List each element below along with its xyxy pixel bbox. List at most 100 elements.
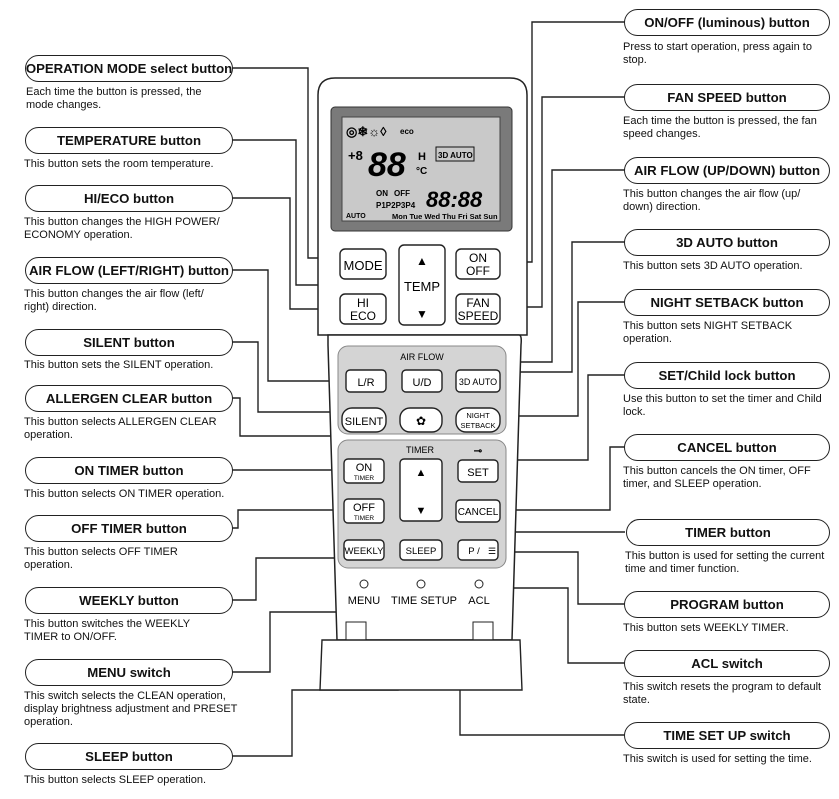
svg-text:NIGHT: NIGHT	[466, 411, 490, 420]
fanspeed-button[interactable]	[455, 293, 501, 325]
leader-offtimer	[232, 509, 344, 529]
lcd-screen	[341, 116, 501, 222]
svg-text:MENU: MENU	[348, 595, 380, 607]
off-timer-button[interactable]	[343, 498, 385, 524]
time-setup-switch[interactable]	[416, 579, 426, 589]
svg-text:AIR FLOW: AIR FLOW	[400, 352, 444, 362]
lcd-3dauto: 3D AUTO	[438, 151, 473, 160]
svg-text:L/R: L/R	[357, 377, 374, 389]
lcd-clock: 88:88	[426, 187, 483, 212]
svg-text:HI: HI	[357, 296, 369, 310]
3dauto-button[interactable]	[455, 369, 501, 393]
program-button[interactable]	[457, 539, 499, 561]
svg-text:ECO: ECO	[350, 309, 376, 323]
sleep-button[interactable]	[399, 539, 443, 561]
svg-text:P /: P /	[468, 546, 480, 557]
leader-hieco	[232, 197, 342, 310]
leader-night	[502, 301, 625, 417]
label-menu: MENU switch	[25, 659, 233, 686]
svg-text:U/D: U/D	[413, 377, 432, 389]
leader-cancel	[500, 446, 625, 511]
set-button[interactable]	[457, 459, 499, 483]
label-temperature: TEMPERATURE button	[25, 127, 233, 154]
svg-text:ON: ON	[469, 251, 487, 265]
leader-menu	[232, 611, 360, 673]
label-air-flow-lr: AIR FLOW (LEFT/RIGHT) button	[25, 257, 233, 284]
desc-acl: This switch resets the program to defaul…	[623, 681, 822, 706]
leader-acl	[480, 587, 625, 664]
svg-text:CANCEL: CANCEL	[458, 507, 499, 518]
temp-down-icon: ▼	[416, 307, 428, 321]
label-3d-auto: 3D AUTO button	[624, 229, 830, 256]
label-set-child-lock: SET/Child lock button	[624, 362, 830, 389]
temp-up-icon: ▲	[416, 254, 428, 268]
desc-timer: This button is used for setting the curr…	[625, 550, 825, 575]
lcd-on: ON	[376, 189, 388, 198]
svg-text:3D AUTO: 3D AUTO	[459, 377, 497, 387]
label-off-timer: OFF TIMER button	[25, 515, 233, 542]
desc-air-flow-ud: This button changes the air flow (up/ do…	[623, 188, 801, 213]
svg-text:TIMER: TIMER	[354, 475, 375, 482]
desc-on-timer: This button selects ON TIMER operation.	[24, 488, 225, 500]
desc-program: This button sets WEEKLY TIMER.	[623, 622, 789, 634]
leader-lr	[232, 269, 348, 382]
label-allergen-clear: ALLERGEN CLEAR button	[25, 385, 233, 412]
label-cancel: CANCEL button	[624, 434, 830, 461]
mode-button[interactable]	[339, 248, 387, 280]
svg-text:TIMER: TIMER	[406, 445, 434, 455]
ud-button[interactable]	[401, 369, 443, 393]
desc-silent: This button sets the SILENT operation.	[24, 359, 214, 371]
tab-right	[472, 621, 494, 641]
svg-text:OFF: OFF	[353, 502, 375, 514]
desc-3d-auto: This button sets 3D AUTO operation.	[623, 260, 803, 272]
leader-weekly	[232, 557, 344, 601]
desc-night-setback: This button sets NIGHT SETBACK operation…	[623, 320, 793, 345]
weekly-button[interactable]	[343, 539, 385, 561]
lr-button[interactable]	[345, 369, 387, 393]
svg-text:WEEKLY: WEEKLY	[345, 546, 385, 557]
remote-control: ◎❄☼◊ eco +8 88 H °C 3D AUTO ON OFF P1P2P…	[317, 77, 528, 691]
desc-sleep: This button selects SLEEP operation.	[24, 774, 207, 786]
svg-text:TEMP: TEMP	[404, 279, 440, 294]
desc-hi-eco: This button changes the HIGH POWER/ ECON…	[24, 216, 220, 241]
lcd-temp-h: H	[418, 151, 426, 163]
lcd-programs: P1P2P3P4	[376, 201, 416, 210]
timer-up-icon: ▲	[416, 467, 427, 479]
child-lock-key-icon: ⊸	[474, 446, 483, 457]
svg-text:MODE: MODE	[344, 258, 383, 273]
allergen-button[interactable]	[399, 407, 443, 433]
lcd-auto: AUTO	[346, 213, 366, 220]
label-program: PROGRAM button	[624, 591, 830, 618]
timer-rocker[interactable]	[399, 458, 443, 522]
label-fan-speed: FAN SPEED button	[624, 84, 830, 111]
leader-program	[504, 551, 625, 605]
desc-set-child-lock: Use this button to set the timer and Chi…	[623, 393, 822, 418]
hieco-button[interactable]	[339, 293, 387, 325]
label-on-off: ON/OFF (luminous) button	[624, 9, 830, 36]
allergen-icon: ✿	[416, 414, 426, 428]
stand	[319, 639, 523, 691]
wifi-icon: ☰	[488, 546, 496, 556]
desc-operation-mode: Each time the button is pressed, the mod…	[26, 86, 202, 111]
desc-temperature: This button sets the room temperature.	[24, 158, 214, 170]
leader-silent	[232, 341, 342, 413]
label-air-flow-ud: AIR FLOW (UP/DOWN) button	[624, 157, 830, 184]
on-timer-button[interactable]	[343, 458, 385, 484]
desc-menu: This switch selects the CLEAN operation,…	[24, 690, 238, 728]
svg-text:TIMER: TIMER	[354, 515, 375, 522]
label-on-timer: ON TIMER button	[25, 457, 233, 484]
silent-button[interactable]	[341, 407, 387, 433]
cancel-button[interactable]	[455, 499, 501, 523]
temp-rocker[interactable]	[398, 244, 446, 326]
leader-3d	[502, 241, 625, 373]
menu-switch[interactable]	[359, 579, 369, 589]
desc-fan-speed: Each time the button is pressed, the fan…	[623, 115, 817, 140]
svg-text:ACL: ACL	[468, 595, 489, 607]
desc-allergen-clear: This button selects ALLERGEN CLEAR opera…	[24, 416, 217, 441]
night-setback-button[interactable]	[455, 407, 501, 433]
svg-text:SLEEP: SLEEP	[406, 546, 437, 557]
onoff-button[interactable]	[455, 248, 501, 280]
acl-switch[interactable]	[474, 579, 484, 589]
label-acl: ACL switch	[624, 650, 830, 677]
desc-weekly: This button switches the WEEKLY TIMER to…	[24, 618, 190, 643]
